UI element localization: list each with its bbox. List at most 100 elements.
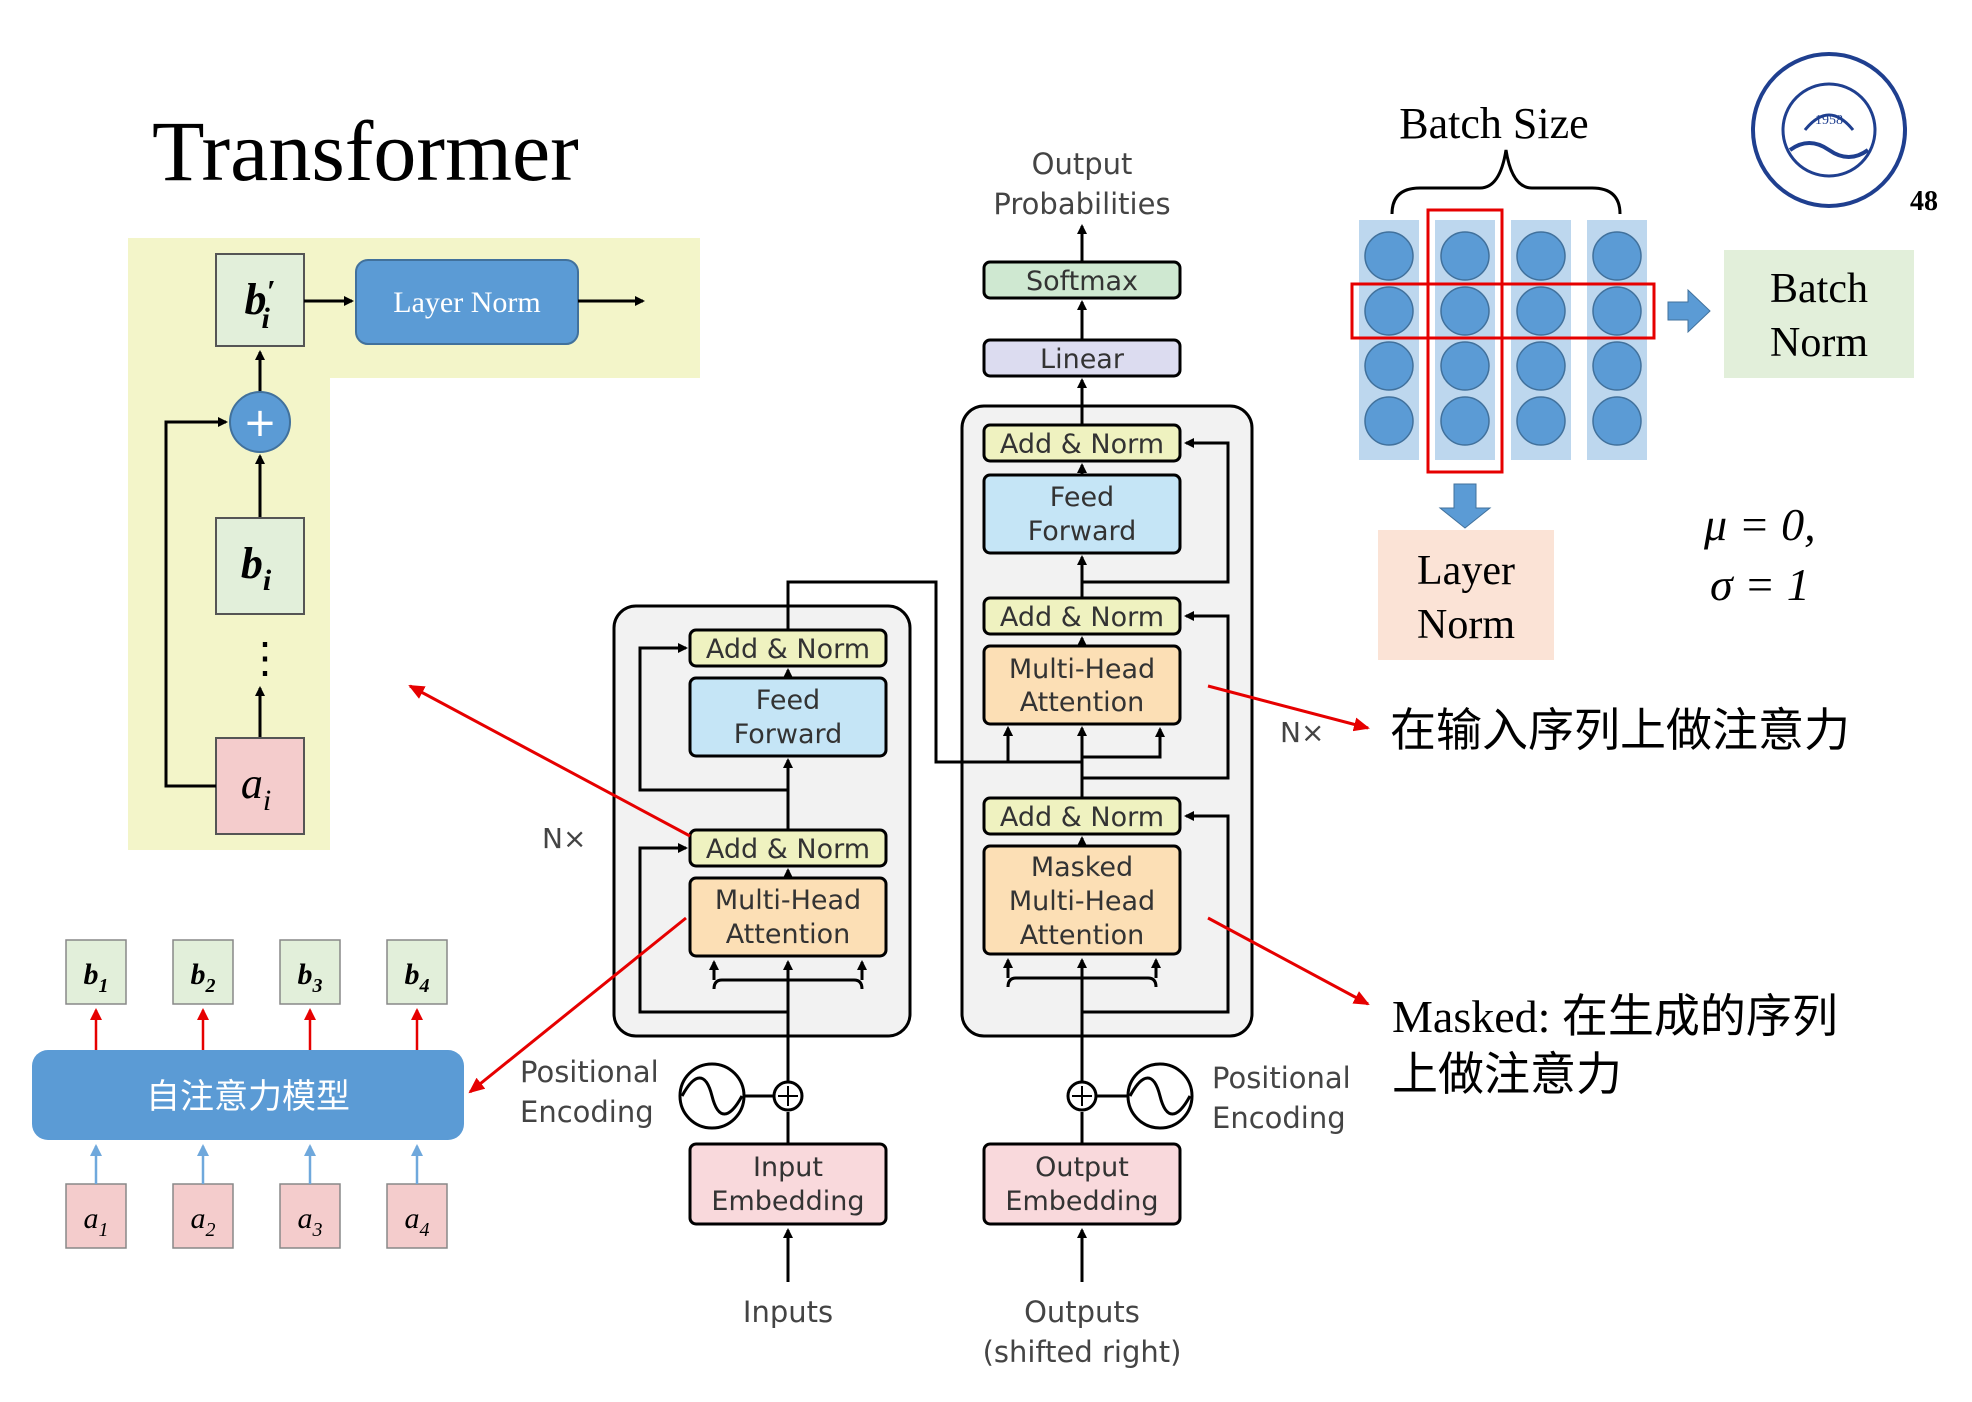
linear-box (982, 338, 1182, 378)
output-probabilities-line2: Probabilities (993, 187, 1170, 221)
masked-annotation-line2: 上做注意力 (1392, 1047, 1622, 1101)
page-number: 48 (1910, 186, 1938, 217)
output-emb-line1: Output (1035, 1152, 1129, 1183)
encoder-feed-forward (688, 676, 888, 758)
output-emb-line2: Embedding (1005, 1186, 1158, 1217)
b-letter: b (241, 539, 263, 588)
encoder-mha-line1: Multi-Head (715, 885, 861, 916)
self-attention-model-label: 自注意力模型 (146, 1077, 350, 1117)
neuron-2-4 (1440, 396, 1490, 446)
red-arrow-to-residual (408, 684, 691, 838)
cross-attention-annotation: 在输入序列上做注意力 (1390, 703, 1850, 757)
softmax-box (982, 260, 1182, 300)
residual-panel: b′i Layer Norm + bi ⋮ ai (128, 238, 700, 850)
neuron-grid (1359, 220, 1647, 460)
decoder-mha-query-path (1080, 727, 1165, 797)
output-node-label-3: b3 (298, 958, 323, 997)
neuron-3-3 (1516, 341, 1566, 391)
decoder-ff-residual (1082, 438, 1230, 584)
mu-equation: μ = 0, (1703, 499, 1816, 550)
encoder-block (612, 604, 912, 1038)
neuron-3-1 (1516, 231, 1566, 281)
output-node-sub-3: 3 (312, 975, 323, 997)
softmax-label: Softmax (1026, 266, 1138, 297)
a-sub: i (263, 784, 271, 817)
neuron-2-1 (1440, 231, 1490, 281)
encoder-mha-residual (638, 843, 788, 1014)
decoder-ff-line1: Feed (1050, 482, 1114, 513)
input-node-label-1: a1 (84, 1202, 109, 1241)
plus-glyph: + (243, 400, 277, 446)
output-node-sub-1: 1 (99, 975, 109, 997)
masked-line1: Masked (1031, 852, 1133, 883)
sigma-equation: σ = 1 (1710, 559, 1810, 610)
input-node-label-2: a2 (191, 1202, 216, 1241)
decoder-mha-line2: Attention (1020, 687, 1145, 718)
decoder-masked-residual (1082, 811, 1230, 1014)
enc-sine-wave-path (680, 1076, 744, 1116)
output-node-label-2: b2 (191, 958, 216, 997)
input-node-sub-3: 3 (312, 1219, 323, 1241)
input-emb-line1: Input (753, 1152, 823, 1183)
skip-connection (164, 417, 228, 788)
batch-size-brace (1390, 149, 1622, 215)
decoder-mha-line1: Multi-Head (1009, 654, 1155, 685)
batch-norm-line2: Norm (1770, 320, 1868, 366)
input-node-letter-3: a (298, 1202, 313, 1235)
outputs-label-line2: (shifted right) (983, 1335, 1182, 1369)
input-node-letter-4: a (405, 1202, 420, 1235)
enc-pos-enc-line2: Encoding (520, 1095, 654, 1129)
output-node-label-4: b4 (405, 958, 430, 997)
encoder-multi-head-attention (688, 876, 888, 958)
decoder-feed-forward (982, 473, 1182, 555)
decoder-addnorm-2 (982, 596, 1182, 636)
svg-text:ai: ai (241, 759, 271, 817)
input-embedding-box (688, 1142, 888, 1226)
neuron-2-2 (1440, 286, 1490, 336)
neuron-4-1 (1592, 231, 1642, 281)
neuron-4-4 (1592, 396, 1642, 446)
logo-wave (1788, 141, 1870, 159)
arrow-to-layer-norm-icon (1438, 483, 1492, 529)
input-node-letter-1: a (84, 1202, 99, 1235)
red-arrow-cross-attention (1207, 684, 1370, 732)
decoder-mha-residual (1082, 611, 1230, 780)
decoder-addnorm-3 (982, 423, 1182, 463)
input-node-sub-2: 2 (206, 1219, 216, 1241)
slide-title: Transformer (152, 103, 579, 199)
red-arrow-to-self-attention (468, 916, 687, 1094)
dec-pos-enc-line2: Encoding (1212, 1101, 1346, 1135)
input-node-4 (386, 1183, 448, 1249)
decoder-addnorm-2-label: Add & Norm (1000, 602, 1164, 633)
decoder-masked-multi-head-attention (982, 844, 1182, 956)
neuron-1-1 (1364, 231, 1414, 281)
masked-line3: Attention (1020, 920, 1145, 951)
encoder-addnorm-2-label: Add & Norm (706, 634, 870, 665)
batch-size-label: Batch Size (1399, 99, 1588, 148)
transformer-diagram: Output Probabilities Softmax Linear Add … (520, 147, 1351, 1369)
input-node-sub-1: 1 (99, 1219, 109, 1241)
encoder-nx-label: N× (542, 822, 586, 855)
decoder-addnorm-1 (982, 796, 1182, 836)
neuron-1-3 (1364, 341, 1414, 391)
output-node-letter-2: b (191, 958, 206, 991)
red-arrow-masked (1207, 916, 1370, 1006)
yellow-panel-bg (128, 238, 700, 850)
row-highlight (1350, 282, 1656, 340)
b-prime-mark: ′ (267, 273, 276, 309)
masked-annotation-line1: Masked: 在生成的序列 (1392, 991, 1838, 1042)
decoder-nx-label: N× (1280, 716, 1324, 749)
decoder-ff-line2: Forward (1028, 516, 1137, 547)
output-node-3 (279, 939, 341, 1005)
a-letter: a (241, 759, 263, 808)
logo-inner-ring (1781, 82, 1877, 178)
input-emb-line2: Embedding (711, 1186, 864, 1217)
input-node-1 (65, 1183, 127, 1249)
output-probabilities-line1: Output (1032, 147, 1133, 181)
neuron-1-2 (1364, 286, 1414, 336)
neuron-2-3 (1440, 341, 1490, 391)
output-node-4 (386, 939, 448, 1005)
svg-text:bi: bi (241, 539, 272, 597)
